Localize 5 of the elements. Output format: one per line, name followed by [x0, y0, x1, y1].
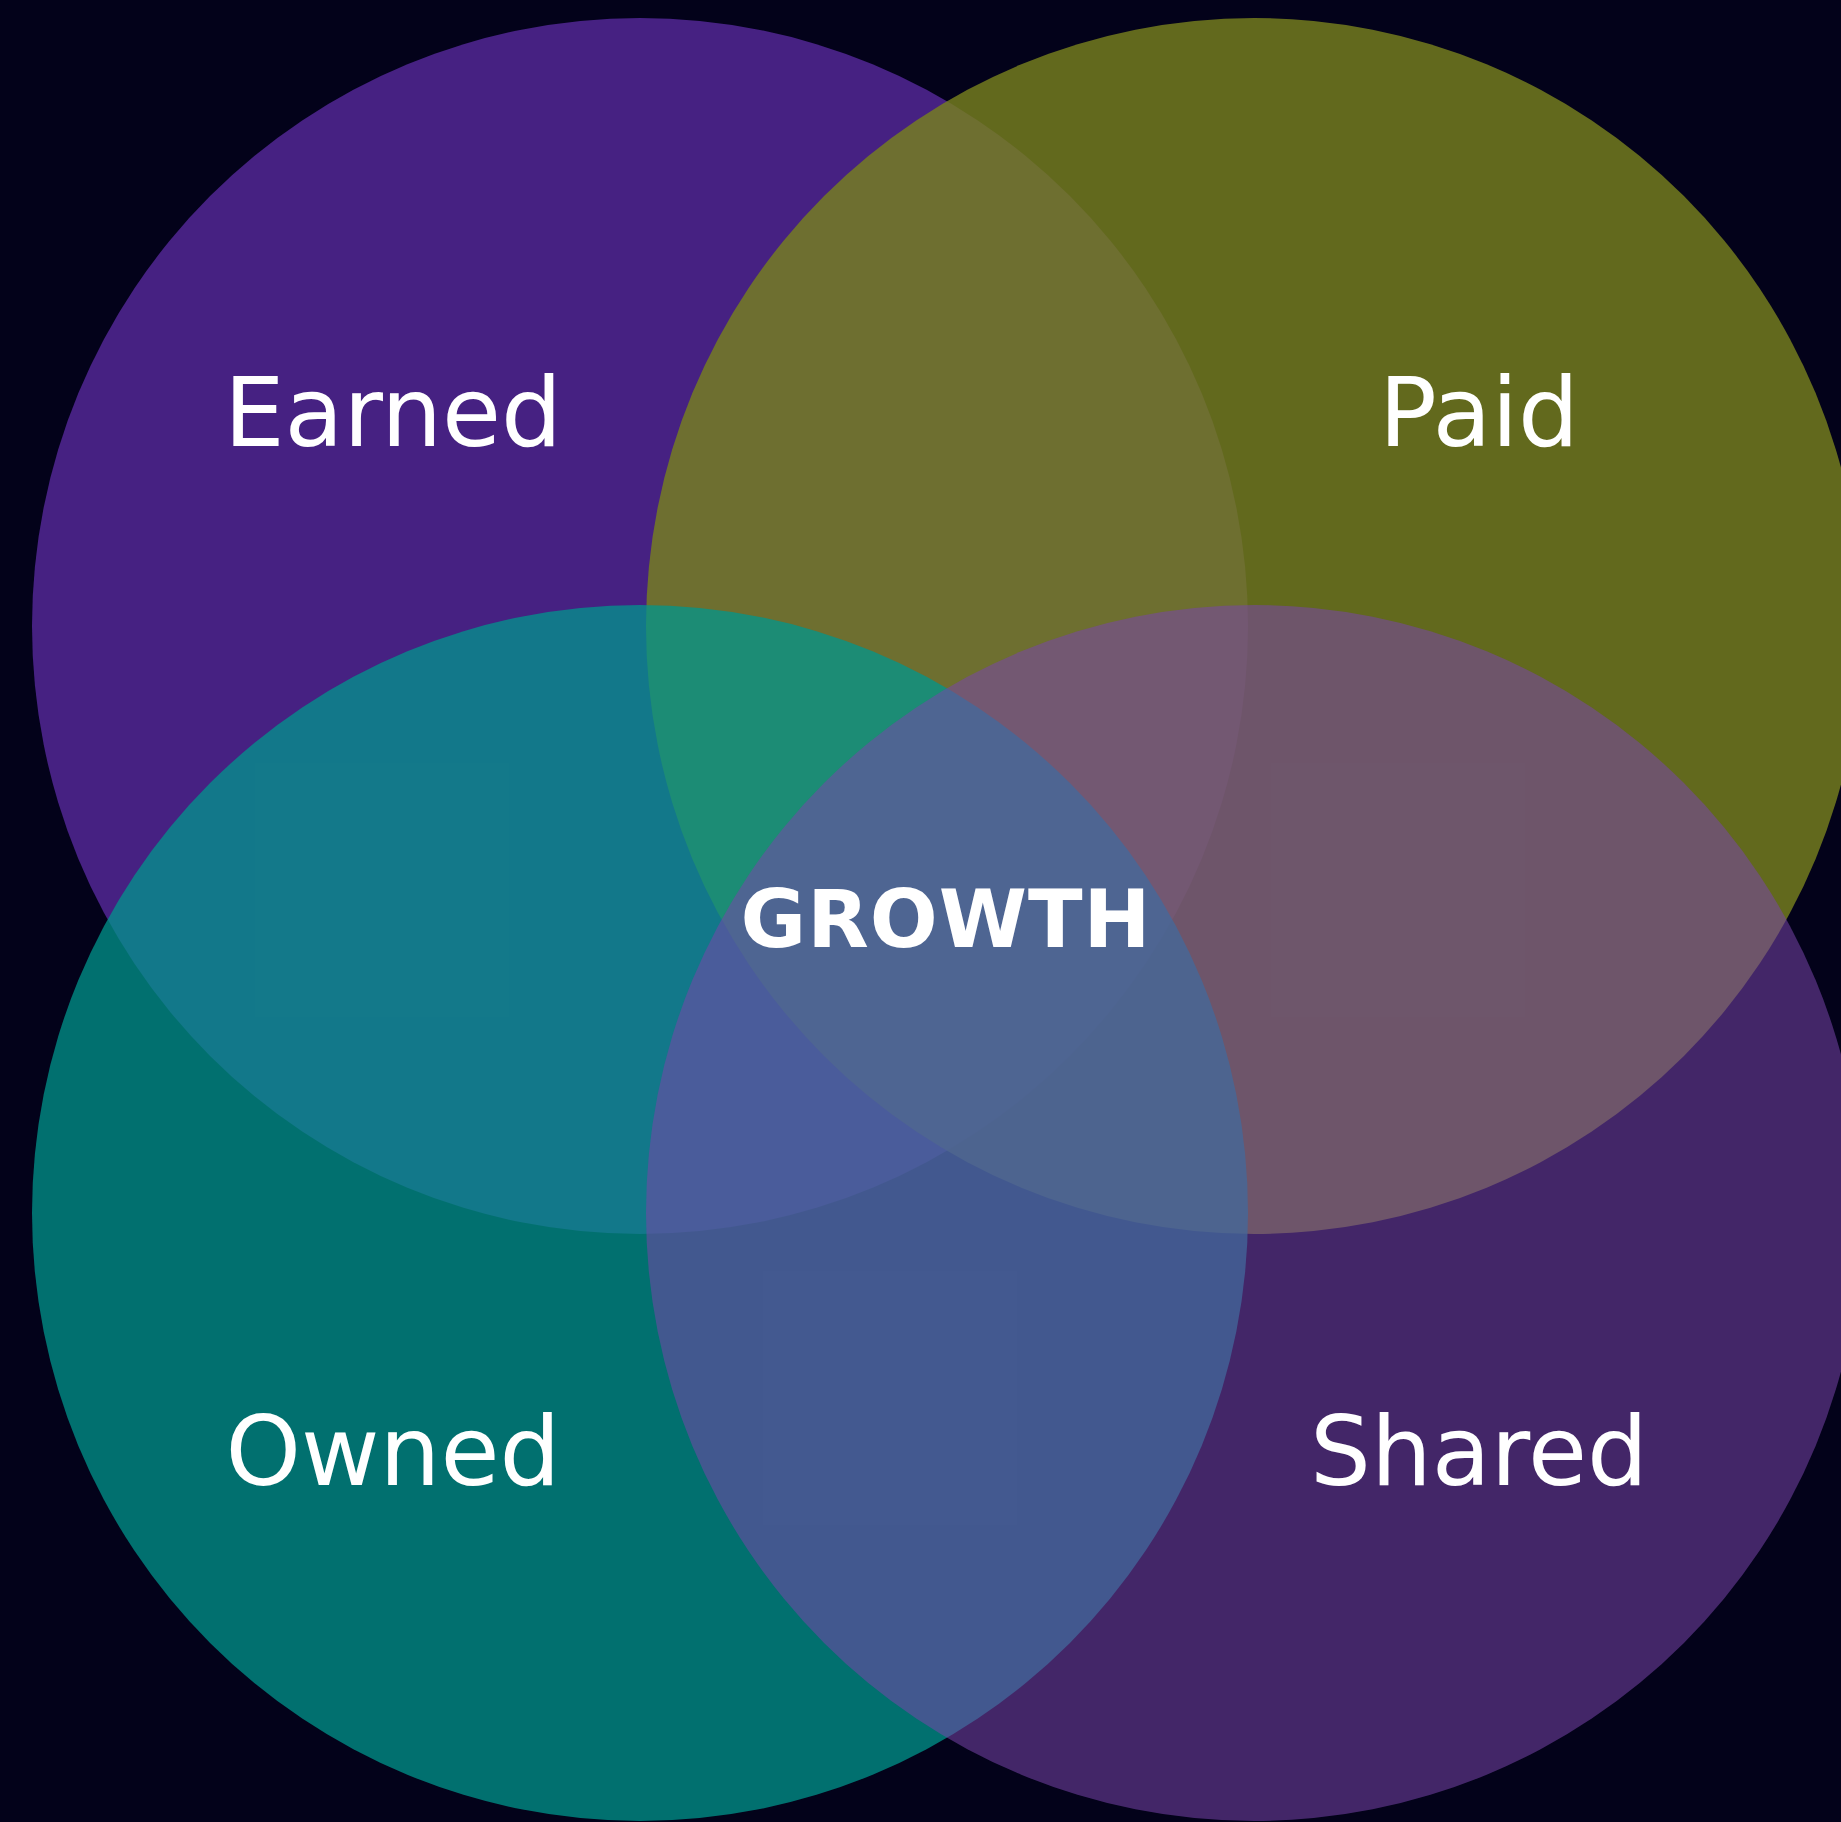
circle-label: Earned — [223, 357, 563, 469]
center-label: GROWTH — [740, 872, 1152, 966]
circle-label: Owned — [225, 1396, 561, 1508]
circle-label: Paid — [1379, 357, 1579, 469]
circle-label: Shared — [1310, 1396, 1648, 1508]
